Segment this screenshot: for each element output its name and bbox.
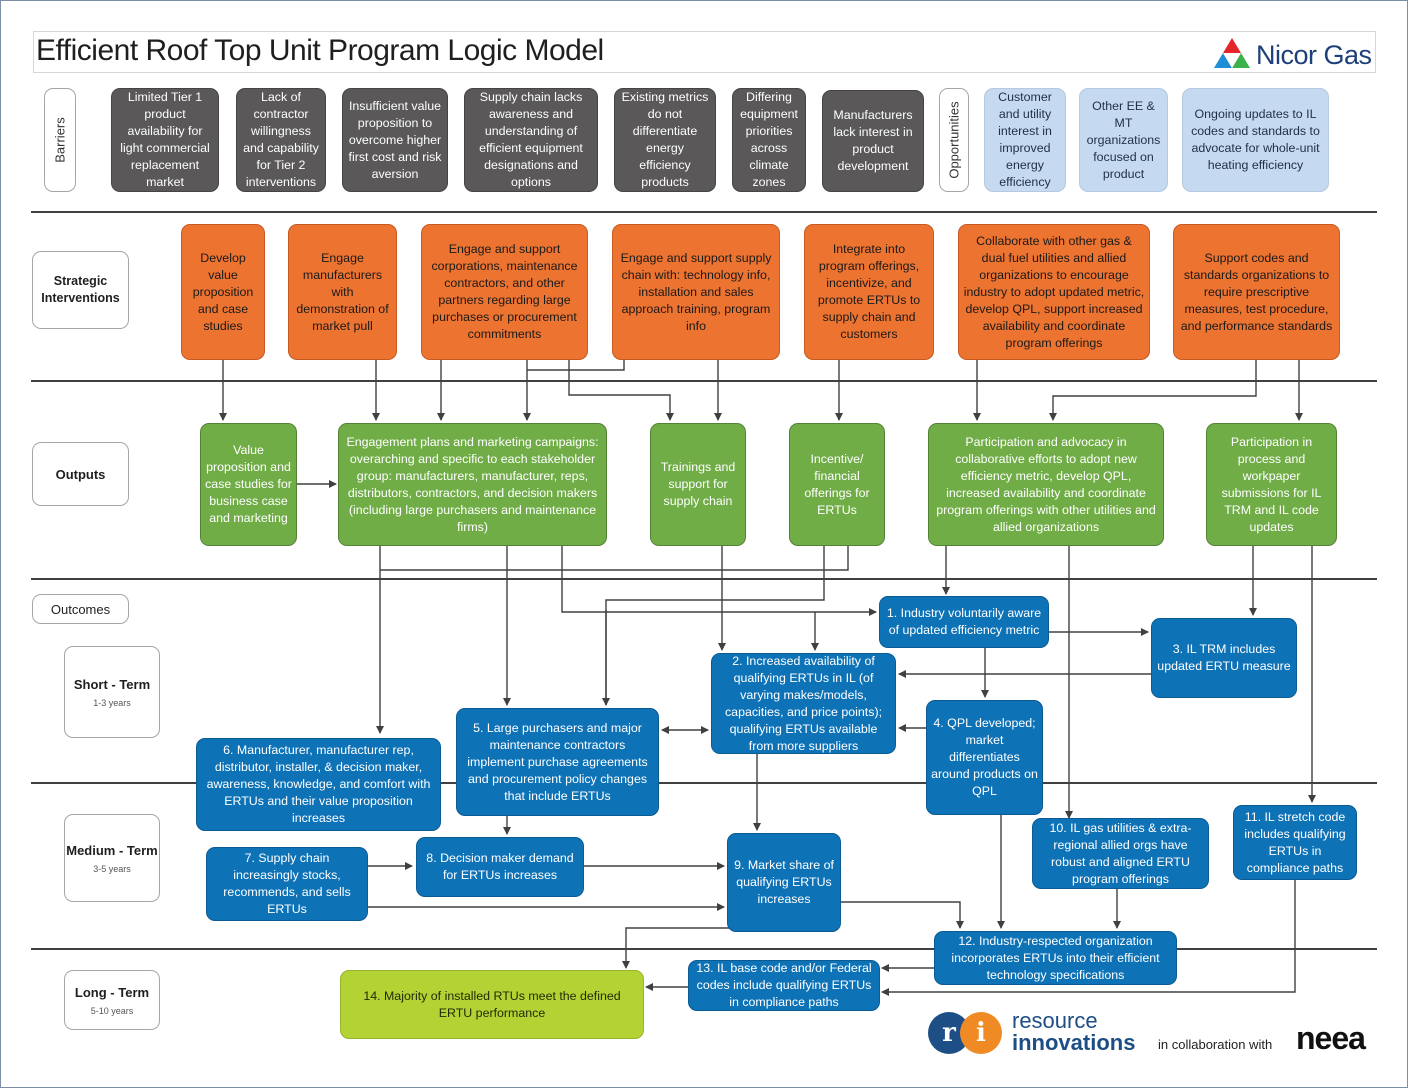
intervention-box: Integrate into program offerings, incent… [804, 224, 934, 360]
term-years: 3-5 years [93, 863, 131, 874]
term-label: Medium - Term [66, 842, 158, 858]
row-label-medium-term: Medium - Term 3-5 years [64, 814, 160, 902]
ri-logo-text: resource innovations [1012, 1010, 1135, 1054]
row-label-opportunities: Opportunities [939, 88, 969, 192]
opportunity-box: Ongoing updates to IL codes and standard… [1182, 88, 1329, 192]
outcome-6: 6. Manufacturer, manufacturer rep, distr… [196, 738, 441, 831]
term-label: Long - Term [74, 984, 150, 1000]
row-label-long-term: Long - Term 5-10 years [64, 970, 160, 1030]
output-box: Incentive/ financial offerings for ERTUs [789, 423, 885, 546]
connector [622, 927, 755, 969]
intervention-box: Support codes and standards organization… [1173, 224, 1340, 360]
barrier-box: Limited Tier 1 product availability for … [111, 88, 219, 192]
nicor-logo-text: Nicor Gas [1256, 40, 1372, 70]
barrier-box: Existing metrics do not differentiate en… [614, 88, 716, 192]
ri-line-2: innovations [1012, 1030, 1136, 1055]
collaboration-text: in collaboration with [1158, 1037, 1273, 1052]
row-label-barriers: Barriers [44, 88, 76, 192]
output-box: Participation in process and workpaper s… [1206, 423, 1337, 546]
row-divider [31, 578, 1377, 580]
intervention-box: Engage manufacturers with demonstration … [288, 224, 397, 360]
row-divider [31, 782, 1377, 784]
barrier-box: Lack of contractor willingness and capab… [236, 88, 326, 192]
connector [561, 546, 877, 616]
output-box: Value proposition and case studies for b… [200, 423, 297, 546]
row-divider [31, 380, 1377, 382]
connector [1049, 360, 1257, 421]
row-divider [31, 211, 1377, 213]
connector [568, 360, 674, 421]
outcome-10: 10. IL gas utilities & extra-regional al… [1032, 818, 1209, 889]
row-label-strategic: Strategic Interventions [32, 251, 129, 329]
page-title: Efficient Roof Top Unit Program Logic Mo… [36, 34, 604, 67]
outcome-11: 11. IL stretch code includes qualifying … [1233, 805, 1357, 880]
intervention-box: Engage and support supply chain with: te… [612, 224, 780, 360]
opportunity-box: Other EE & MT organizations focused on p… [1079, 88, 1168, 192]
barrier-box: Manufacturers lack interest in product d… [822, 90, 924, 192]
nicor-flame-icon [1214, 38, 1250, 68]
row-divider [31, 948, 1377, 950]
intervention-box: Collaborate with other gas & dual fuel u… [958, 224, 1150, 360]
intervention-box: Develop value proposition and case studi… [181, 224, 265, 360]
connector [841, 901, 964, 929]
outcome-3: 3. IL TRM includes updated ERTU measure [1151, 618, 1297, 698]
term-label: Short - Term [73, 676, 151, 692]
connector [527, 360, 625, 371]
intervention-box: Engage and support corporations, mainten… [421, 224, 588, 360]
title-bar [33, 31, 1376, 73]
outcome-5: 5. Large purchasers and major maintenanc… [456, 708, 659, 816]
row-label-short-term: Short - Term 1-3 years [64, 646, 160, 738]
barrier-box: Supply chain lacks awareness and underst… [464, 88, 598, 192]
outcome-4: 4. QPL developed; market differentiates … [926, 700, 1043, 815]
outcome-8: 8. Decision maker demand for ERTUs incre… [416, 837, 584, 897]
opportunity-box: Customer and utility interest in improve… [984, 88, 1066, 192]
row-label-outputs: Outputs [32, 442, 129, 506]
output-box: Engagement plans and marketing campaigns… [338, 423, 607, 546]
output-box: Trainings and support for supply chain [650, 423, 746, 546]
barrier-box: Insufficient value proposition to overco… [342, 88, 448, 192]
ri-i-icon: i [960, 1012, 1002, 1054]
outcome-12: 12. Industry-respected organization inco… [934, 931, 1177, 985]
connector [881, 880, 1296, 996]
term-years: 5-10 years [90, 1005, 134, 1016]
row-label-text: Strategic Interventions [41, 274, 120, 305]
resource-innovations-logo: r i resource innovations [928, 1010, 1178, 1058]
row-label-text: Outcomes [50, 601, 111, 617]
outcome-2: 2. Increased availability of qualifying … [711, 653, 896, 754]
term-years: 1-3 years [93, 697, 131, 708]
connector [380, 546, 849, 571]
output-box: Participation and advocacy in collaborat… [928, 423, 1164, 546]
outcome-9: 9. Market share of qualifying ERTUs incr… [727, 833, 841, 932]
barrier-box: Differing equipment priorities across cl… [732, 88, 806, 192]
row-label-text: Outputs [55, 466, 106, 482]
outcome-13: 13. IL base code and/or Federal codes in… [688, 960, 880, 1011]
outcome-14: 14. Majority of installed RTUs meet the … [340, 970, 644, 1039]
ri-line-1: resource [1012, 1008, 1098, 1033]
outcome-1: 1. Industry voluntarily aware of updated… [879, 596, 1049, 648]
neea-logo: neea [1296, 1020, 1366, 1056]
row-label-outcomes: Outcomes [32, 594, 129, 624]
outcome-7: 7. Supply chain increasingly stocks, rec… [206, 847, 368, 921]
nicor-gas-logo: Nicor Gas [1212, 36, 1372, 72]
